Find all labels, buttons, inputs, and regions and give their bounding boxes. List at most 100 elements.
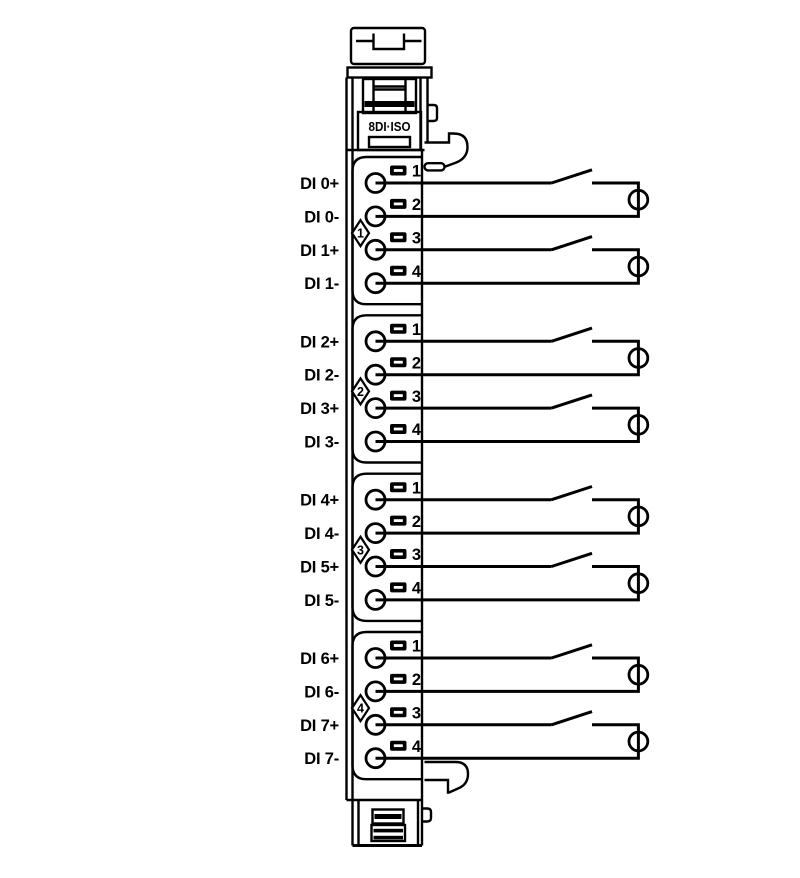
channel-label: DI 6-: [304, 683, 339, 701]
group-marker: [350, 534, 371, 565]
status-led-slit: [393, 427, 403, 431]
channel-label: DI 3-: [304, 434, 339, 452]
field-wire-minus: [375, 181, 640, 218]
channel-label: DI 1+: [300, 242, 339, 260]
top-latch: [349, 26, 427, 66]
switch-contact-icon: [551, 643, 593, 660]
terminal-clamp: [364, 430, 387, 453]
channel-label: DI 0+: [300, 175, 339, 193]
status-led-slit: [393, 677, 403, 681]
bottom-clip-lower-bar2: [373, 835, 403, 840]
release-latch-rails: [372, 79, 407, 113]
field-wire-minus: [375, 339, 640, 377]
status-led-slit: [393, 744, 403, 748]
signal-source-icon: [627, 505, 650, 528]
terminal-number: 1: [412, 321, 421, 339]
channel-label: DI 7+: [300, 717, 339, 735]
channel-label: DI 2-: [304, 367, 339, 385]
terminal-number: 2: [412, 354, 421, 372]
terminal-number: 3: [412, 230, 421, 248]
label-box: [356, 110, 423, 152]
top-rail-foot: [423, 161, 446, 172]
group-marker: [350, 693, 371, 724]
module-housing: [345, 26, 470, 847]
signal-source-icon: [627, 572, 650, 594]
switch-contact-icon: [551, 551, 593, 568]
status-led-slit: [393, 485, 403, 489]
status-led-slit: [393, 269, 403, 273]
switch-contact-icon: [551, 326, 593, 343]
channel-label: DI 7-: [304, 750, 339, 768]
terminal-clamp: [364, 747, 387, 770]
signal-source-icon: [627, 413, 650, 436]
channel-label: DI 2+: [300, 333, 339, 351]
status-led-slit: [393, 360, 403, 364]
terminal-clamp: [364, 172, 387, 194]
group-number: 3: [357, 543, 364, 557]
terminal-number: 4: [412, 738, 422, 756]
top-side-tab: [427, 103, 439, 123]
terminal-clamp: [364, 238, 387, 261]
signal-source-icon: [627, 347, 650, 369]
status-led-slit: [393, 519, 403, 522]
terminal-clamp: [364, 713, 387, 736]
group-marker: [350, 376, 371, 407]
marking-field: [367, 135, 412, 149]
channel-label: DI 5+: [300, 559, 339, 577]
terminal-clamp: [364, 522, 387, 544]
field-wire-minus: [375, 723, 640, 760]
channel-label: DI 5-: [304, 592, 339, 610]
channel-label: DI 6+: [300, 650, 339, 668]
group-number: 2: [357, 385, 364, 399]
top-latch-handle: [356, 33, 422, 51]
bottom-clip-lower: [370, 823, 407, 843]
status-led-slit: [393, 394, 403, 397]
signal-source-icon: [627, 663, 650, 686]
bottom-clip-upper-bar: [374, 814, 402, 819]
group-number: 4: [357, 702, 364, 716]
status-led-slit: [393, 644, 403, 647]
terminal-clamp: [364, 205, 387, 228]
terminal-clamp: [364, 397, 387, 420]
switch-contact-icon: [551, 168, 593, 185]
channel-label: DI 4-: [304, 525, 339, 543]
field-wire-minus: [375, 656, 640, 693]
channel-label: DI 4+: [300, 492, 339, 510]
module-name-label: 8DI·ISO: [369, 119, 411, 134]
field-wire-minus: [375, 406, 640, 443]
terminal-number: 2: [412, 513, 421, 531]
terminal-clamp: [364, 680, 387, 703]
release-latch: [361, 77, 418, 115]
group-number: 1: [357, 227, 364, 241]
terminal-number: 1: [412, 638, 421, 656]
bottom-clip-upper: [371, 808, 405, 825]
terminal-number: 4: [412, 580, 422, 598]
terminal-clamp: [364, 647, 387, 669]
switch-contact-icon: [551, 710, 593, 727]
terminal-number: 3: [412, 705, 421, 723]
field-wire-minus: [375, 498, 640, 535]
signal-source-icon: [627, 188, 650, 211]
channel-label: DI 1-: [304, 275, 339, 293]
terminal-number: 4: [412, 263, 422, 281]
channel-label: DI 3+: [300, 400, 339, 418]
terminal-clamp: [364, 589, 387, 611]
group-marker: [350, 218, 371, 249]
terminal-number: 3: [412, 388, 421, 406]
field-wire-minus: [375, 565, 640, 602]
terminal-number: 3: [412, 546, 421, 564]
switch-contact-icon: [551, 485, 593, 502]
signal-source-icon: [627, 730, 650, 753]
switch-contact-icon: [551, 393, 593, 410]
field-wire-minus: [375, 248, 640, 285]
terminal-number: 1: [412, 163, 421, 181]
terminal-number: 2: [412, 671, 421, 689]
terminal-clamp: [364, 555, 387, 578]
bottom-clip-lower-bar1: [373, 828, 403, 833]
terminal-clamp: [364, 330, 387, 353]
release-latch-bar: [364, 101, 415, 107]
channel-label: DI 0-: [304, 208, 339, 226]
status-led-slit: [393, 710, 403, 714]
